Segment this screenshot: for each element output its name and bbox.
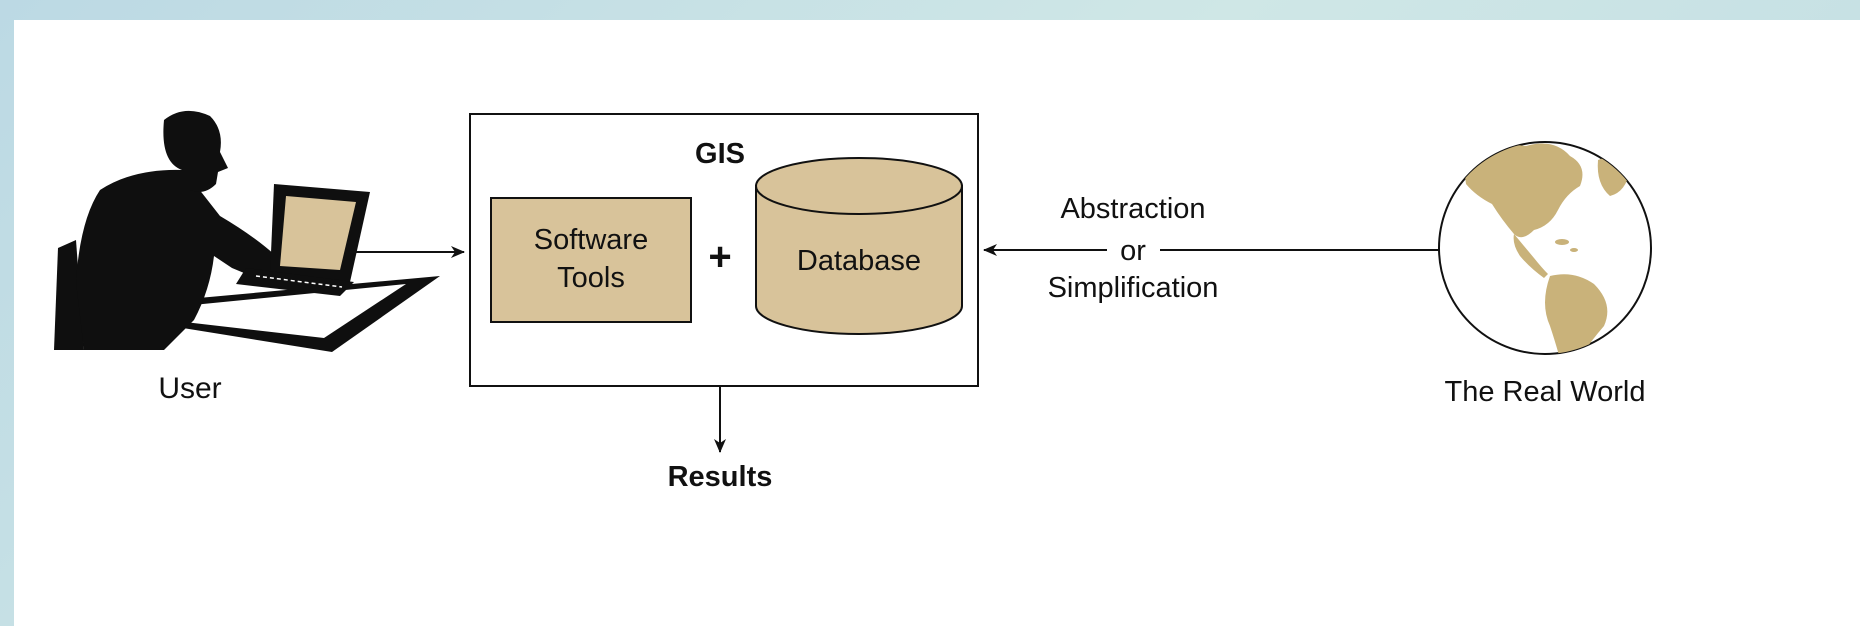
- database-cylinder-icon: [755, 157, 963, 335]
- software-tools-label-line1: Software: [534, 224, 648, 256]
- globe-icon: [1438, 141, 1652, 355]
- real-world-label: The Real World: [1445, 376, 1646, 408]
- user-label: User: [158, 372, 221, 405]
- diagram-frame: User GIS Software Tools + Database Resul…: [14, 20, 1860, 626]
- software-tools-box: [490, 197, 692, 323]
- software-tools-label-line2: Tools: [557, 262, 625, 294]
- results-label: Results: [668, 461, 773, 493]
- plus-sign: +: [708, 235, 731, 279]
- gis-title: GIS: [695, 138, 745, 170]
- database-label: Database: [797, 245, 921, 277]
- abstraction-label-line3: Simplification: [1048, 272, 1219, 304]
- abstraction-label-line1: Abstraction: [1060, 193, 1205, 225]
- gis-diagram: User GIS Software Tools + Database Resul…: [54, 110, 1652, 493]
- user-at-laptop-icon: [54, 110, 440, 352]
- abstraction-label-line2: or: [1120, 235, 1146, 267]
